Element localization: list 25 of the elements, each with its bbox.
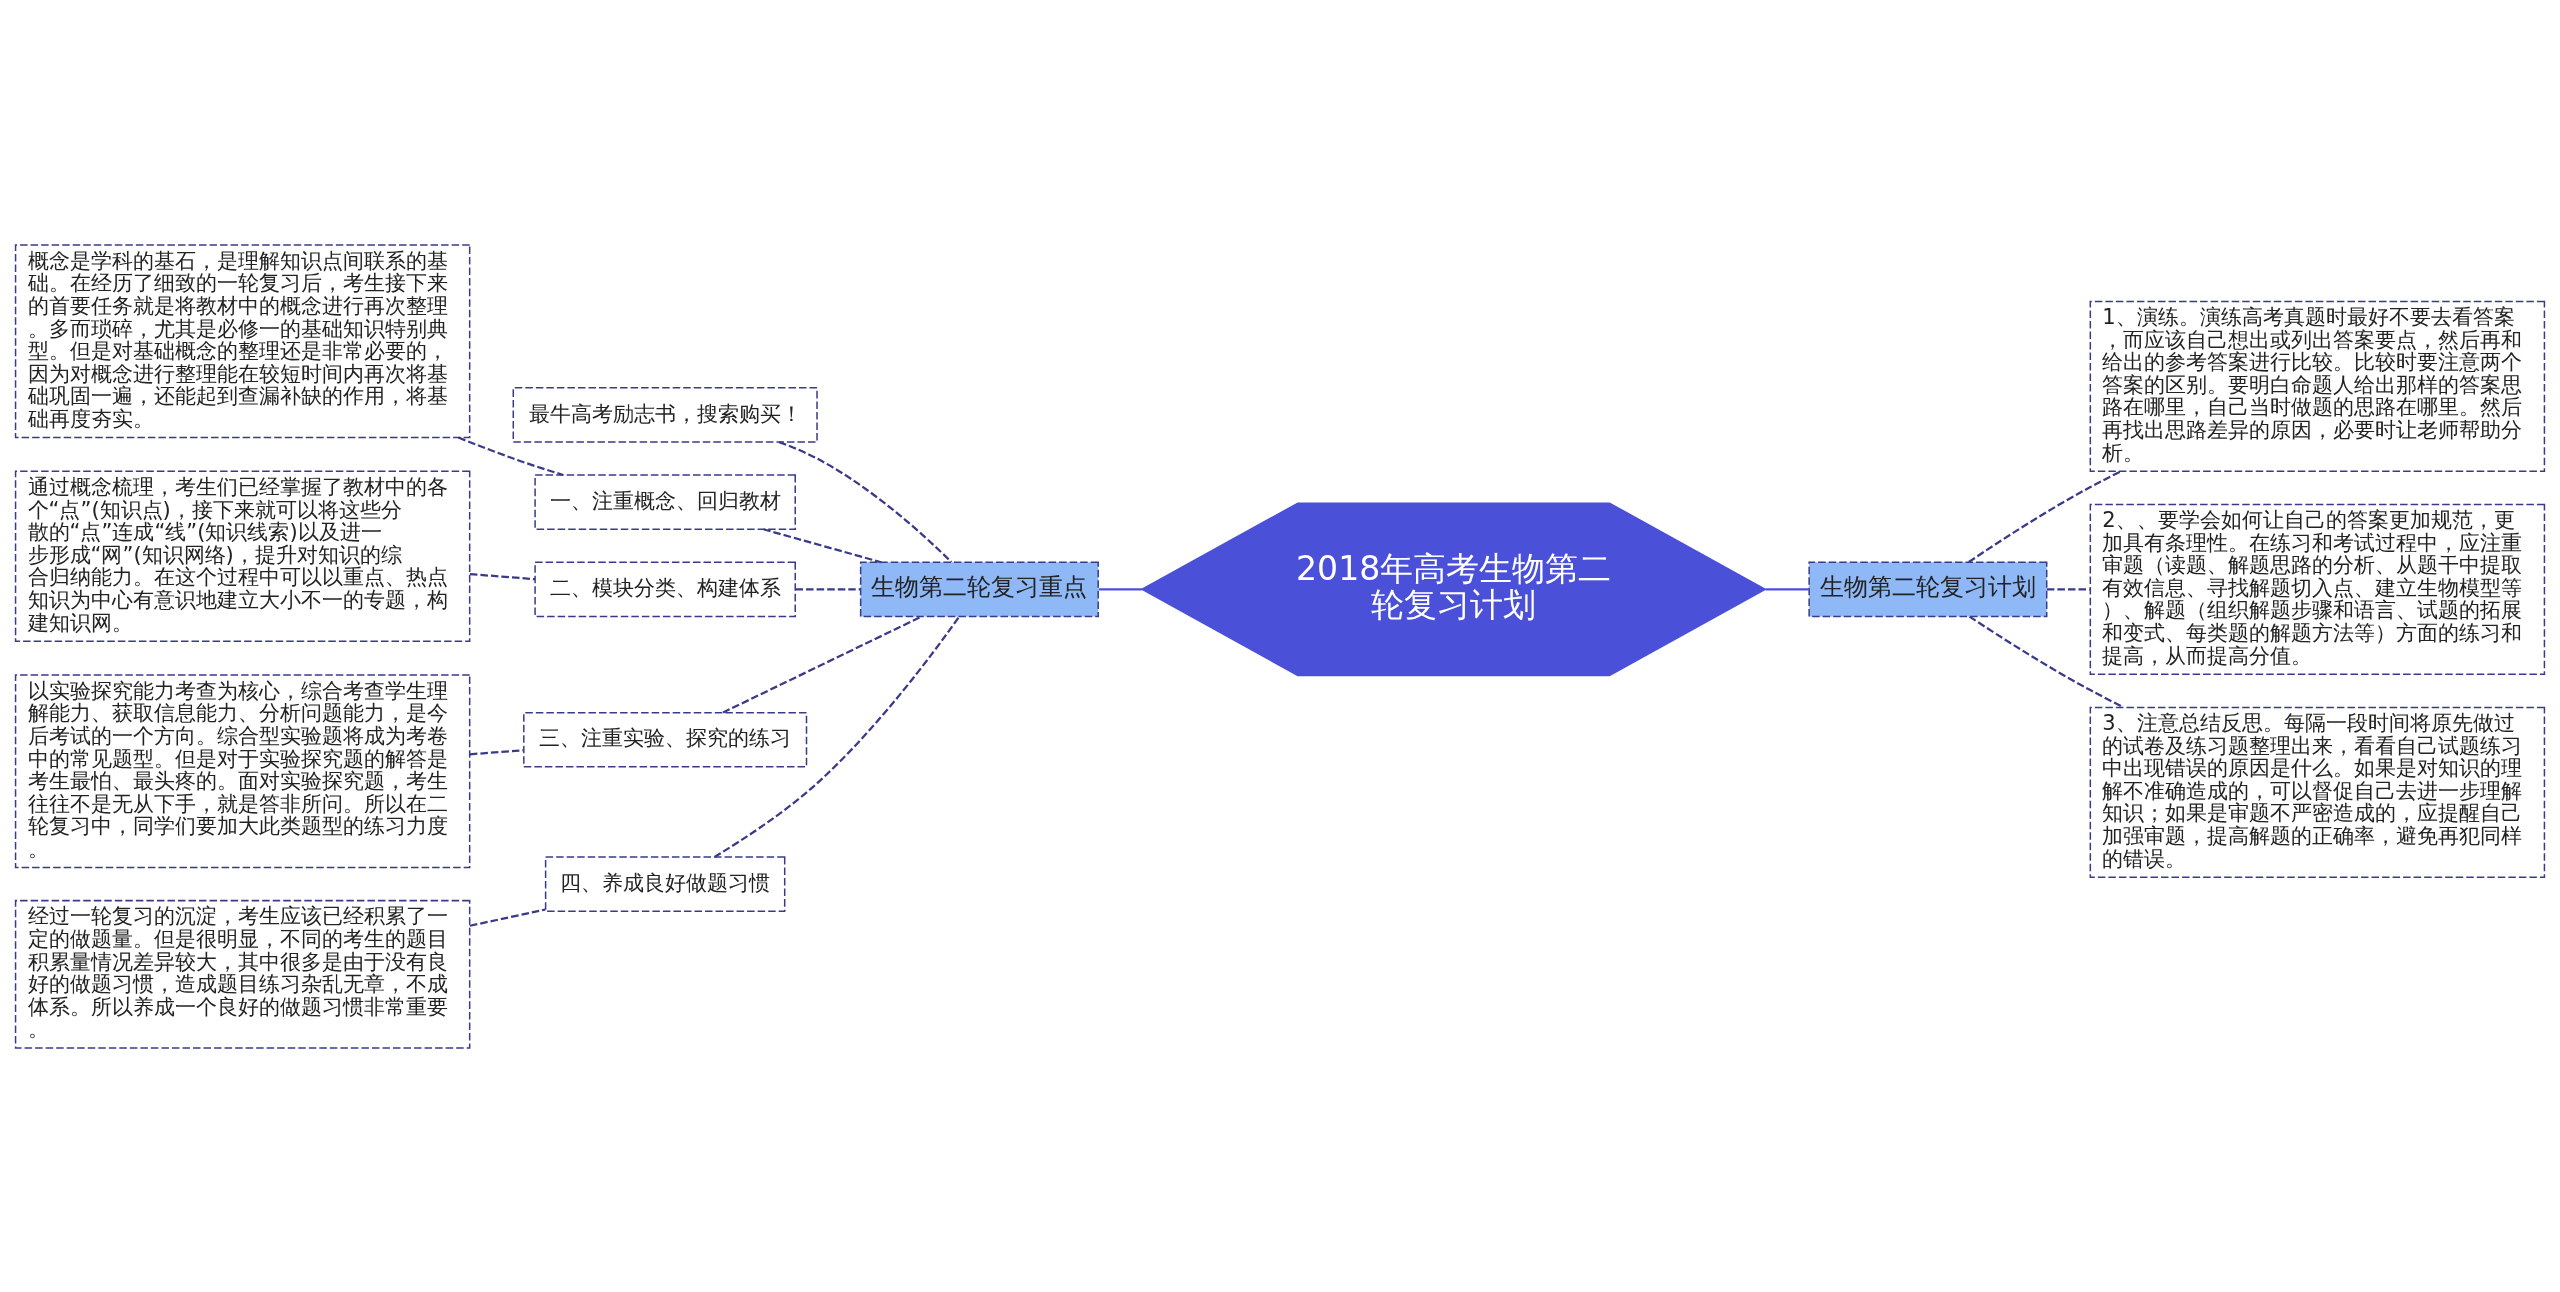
node-box: 最牛高考励志书，搜索购买！ xyxy=(512,386,818,443)
node-box: 3、注意总结反思。每隔一段时间将原先做过的试卷及练习题整理出来，看看自己试题练习中出现错误的原因是什么。如果是对知识的理解不准确造成的，可以督促自己去进一步理解知识；如果是审题不严密造成的，应提醒自己加强审题，提高解题的正确率，避免再犯同样的错误。 xyxy=(2089,706,2546,878)
node-box: 以实验探究能力考查为核心，综合考查学生理解能力、获取信息能力、分析问题能力，是今后考试的一个方向。综合型实验题将成为考卷中的常见题型。但是对于实验探究题的解答是考生最怕、最头疼的。面对实验探究题，考生往往不是无从下手，就是答非所问。所以在二轮复习中，同学们要加大此类题型的练习力度。 xyxy=(14,673,471,868)
node-box: 生物第二轮复习重点 xyxy=(859,561,1099,617)
connector xyxy=(1765,587,1809,590)
connector xyxy=(469,748,524,755)
connector xyxy=(457,436,564,476)
node-box: 1、演练。演练高考真题时最好不要去看答案，而应该自己想出或列出答案要点，然后再和给出的参考答案进行比较。比较时要注意两个答案的区别。要明白命题人给出那样的答案思路在哪里，自己当时做题的思路在哪里。然后再找出思路差异的原因，必要时让老师帮助分析。 xyxy=(2089,300,2546,472)
connector xyxy=(469,907,546,927)
connector xyxy=(714,615,961,858)
connector xyxy=(722,615,922,713)
node-box: 三、注重实验、探究的练习 xyxy=(523,711,808,768)
connector xyxy=(763,527,882,563)
node-box: 二、模块分类、构建体系 xyxy=(534,561,796,617)
node-box: 生物第二轮复习计划 xyxy=(1808,561,2048,617)
node-box: 一、注重概念、回归教材 xyxy=(534,473,796,530)
connector xyxy=(795,587,861,590)
connector xyxy=(2046,587,2090,590)
node-box: 经过一轮复习的沉淀，考生应该已经积累了一定的做题量。但是很明显，不同的考生的题目积累量情况差异较大，其中很多是由于没有良好的做题习惯，造成题目练习杂乱无章，不成体系。所以养成一个良好的做题习惯非常重要。 xyxy=(14,899,471,1049)
connector xyxy=(1098,587,1142,590)
node-box: 四、养成良好做题习惯 xyxy=(544,855,786,912)
node-box: 通过概念梳理，考生们已经掌握了教材中的各个“点”(知识点)，接下来就可以将这些分散的“点”连成“线”(知识线索)以及进一步形成“网”(知识网络)，提升对知识的综合归纳能力。在这个过程中可以以重点、热点知识为中心有意识地建立大小不一的专题，构建知识网。 xyxy=(14,470,471,642)
node-box: 2、、要学会如何让自己的答案更加规范，更加具有条理性。在练习和考试过程中，应注重审题（读题、解题思路的分析、从题干中提取有效信息、寻找解题切入点、建立生物模型等）、解题（组织解题步骤和语言、试题的拓展和变式、每类题的解题方法等）方面的练习和提高，从而提高分值。 xyxy=(2089,503,2546,675)
node-box: 概念是学科的基石，是理解知识点间联系的基础。在经历了细致的一轮复习后，考生接下来的首要任务就是将教材中的概念进行再次整理。多而琐碎，尤其是必修一的基础知识特别典型。但是对基础概念的整理还是非常必要的，因为对概念进行整理能在较短时间内再次将基础巩固一遍，还能起到查漏补缺的作用，将基础再度夯实。 xyxy=(14,243,471,438)
connector xyxy=(469,572,536,580)
